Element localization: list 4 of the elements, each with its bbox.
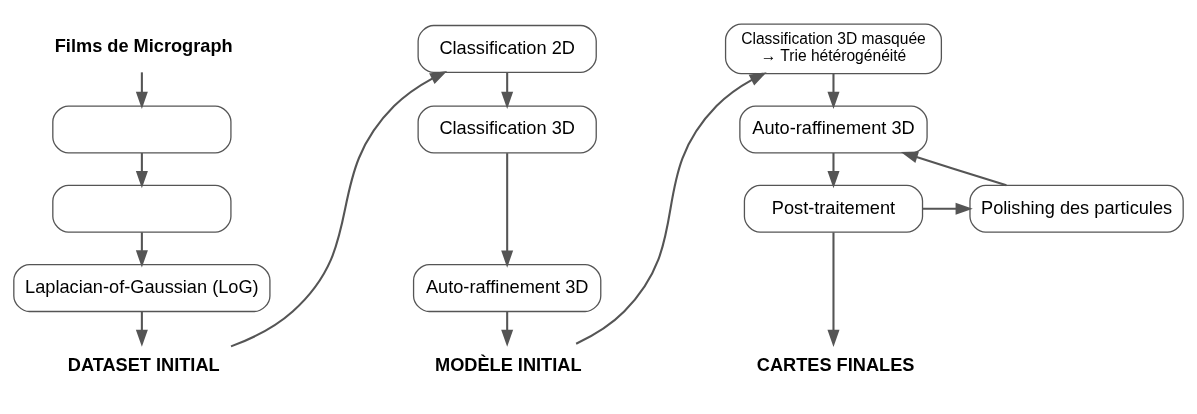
node-text: DATASET INITIAL <box>67 354 220 375</box>
node-text: Films de Micrograph <box>54 35 233 56</box>
node-text: CARTES FINALES <box>756 354 915 375</box>
node-text: MODÈLE INITIAL <box>435 354 582 375</box>
